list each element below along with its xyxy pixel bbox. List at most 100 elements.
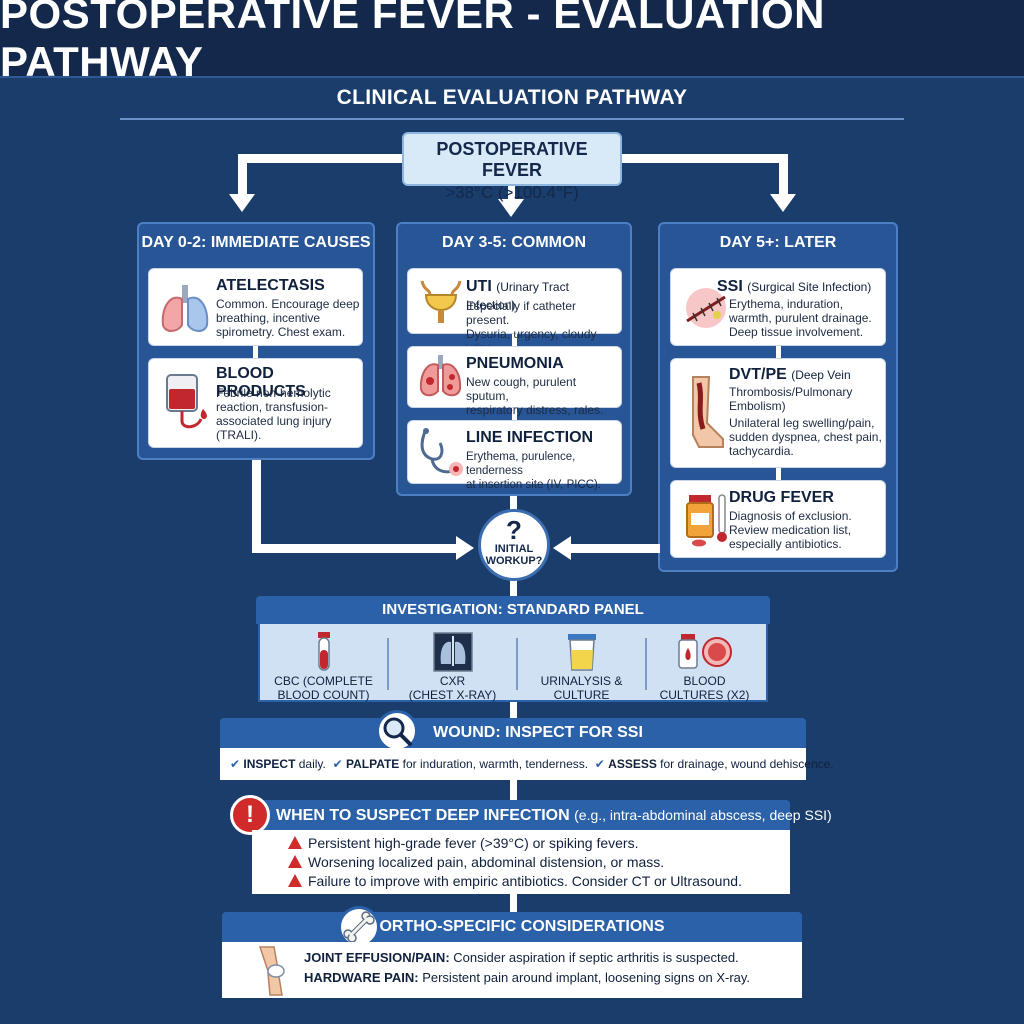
text-line: Erythema, purulence, tenderness <box>466 451 576 477</box>
card-text: New cough, purulent sputum, respiratory … <box>466 375 621 417</box>
ortho-header-text: ORTHO-SPECIFIC CONSIDERATIONS <box>379 918 665 935</box>
card-ssi: SSI (Surgical Site Infection) Erythema, … <box>670 268 886 346</box>
column-header: DAY 3-5: COMMON INFECTIONS <box>441 234 587 289</box>
divider <box>516 638 518 690</box>
text-line: Deep tissue involvement. <box>729 325 864 339</box>
card-title: DVT/PE (Deep Vein <box>729 367 851 383</box>
label-line: CBC (COMPLETE <box>274 674 373 688</box>
text-line: sudden dyspnea, chest pain, <box>729 430 882 444</box>
text-line: (TRALI). <box>216 428 262 442</box>
text-line: breathing, incentive <box>216 311 321 325</box>
text-line: especially antibiotics. <box>729 537 842 551</box>
arrow-into-workup-left <box>456 536 474 560</box>
ortho-text: Consider aspiration if septic arthritis … <box>449 950 739 965</box>
connector-col1-right <box>252 544 458 553</box>
lungs-icon <box>157 281 213 341</box>
knee-joint-icon <box>258 946 285 996</box>
blood-bag-icon <box>157 371 213 431</box>
ortho-item: JOINT EFFUSION/PAIN: Consider aspiration… <box>304 950 739 965</box>
card-title-note: (Urinary Tract Infection) <box>466 280 569 312</box>
arrow-day0 <box>229 194 255 212</box>
column-header: DAY 0-2: IMMEDIATE CAUSES <box>141 234 371 251</box>
arrow-day3 <box>498 199 524 217</box>
ortho-header: ORTHO-SPECIFIC CONSIDERATIONS <box>222 912 802 942</box>
text-line: New cough, purulent sputum, <box>466 375 577 403</box>
text-line: Diagnosis of exclusion. <box>729 509 852 523</box>
label-line: URINALYSIS & <box>540 674 623 688</box>
card-title-note: (Surgical Site Infection) <box>747 280 872 294</box>
text-line: at insertion site (IV, PICC). <box>466 479 602 491</box>
card-title: LINE INFECTION <box>466 429 594 446</box>
ortho-item: HARDWARE PAIN: Persistent pain around im… <box>304 970 750 985</box>
card-text: Erythema, induration, warmth, purulent d… <box>729 297 872 339</box>
warning-icon <box>288 855 302 868</box>
warning-icon <box>288 874 302 887</box>
label-line: CULTURES (X2) <box>659 688 750 702</box>
card-text: Thrombosis/Pulmonary Embolism) Unilatera… <box>729 385 882 458</box>
arrow-into-workup-right <box>553 536 571 560</box>
deep-item: Worsening localized pain, abdominal dist… <box>288 854 664 870</box>
connector-right-h <box>620 154 788 163</box>
connector-left-v <box>238 154 247 196</box>
deep-header-text: WHEN TO SUSPECT DEEP INFECTION <box>276 807 570 824</box>
text-line: spirometry. Chest exam. <box>216 325 346 339</box>
card-drug-fever: DRUG FEVER Diagnosis of exclusion. Revie… <box>670 480 886 558</box>
card-link <box>253 344 258 360</box>
ortho-body: JOINT EFFUSION/PAIN: Consider aspiration… <box>222 942 802 998</box>
subtitle-divider <box>120 118 904 120</box>
ortho-text: Persistent pain around implant, loosenin… <box>418 970 751 985</box>
test-tube-icon <box>317 632 330 671</box>
wound-header-text: WOUND: INSPECT FOR SSI <box>433 724 643 741</box>
text-line: respiratory distress, rales. <box>466 403 604 417</box>
postoperative-fever-box: POSTOPERATIVE FEVER >38°C (>100.4°F) <box>402 132 622 202</box>
catheter-line-icon <box>416 425 472 485</box>
alert-icon: ! <box>230 795 270 835</box>
column-header: DAY 5+: LATER COMPLICATIONS <box>711 234 844 289</box>
label-line: CULTURE <box>553 688 610 702</box>
connector-left-h <box>238 154 404 163</box>
card-title-text: SSI <box>717 278 743 295</box>
card-title-note: (Deep Vein <box>791 368 851 382</box>
deep-item-text: Failure to improve with empiric antibiot… <box>308 873 742 889</box>
investigation-cxr: CXR(CHEST X-RAY) <box>389 628 516 702</box>
text-line: reaction, transfusion- <box>216 400 329 414</box>
card-title: UTI (Urinary Tract Infection) <box>466 278 621 314</box>
connector-col3-left <box>570 544 660 553</box>
card-title-text: DVT/PE <box>729 366 787 383</box>
label-line: CXR <box>439 674 466 688</box>
connector-col1-down <box>252 460 261 552</box>
divider <box>387 638 389 690</box>
card-line-infection: LINE INFECTION Erythema, purulence, tend… <box>407 420 622 491</box>
card-text: Erythema, purulence, tenderness at inser… <box>466 450 621 492</box>
question-mark-icon: ? <box>506 515 522 545</box>
card-title: DRUG FEVER <box>729 489 834 506</box>
investigation-urinalysis: URINALYSIS &CULTURE <box>518 628 645 702</box>
investigation-label: URINALYSIS &CULTURE <box>518 674 645 702</box>
card-text: Diagnosis of exclusion. Review medicatio… <box>729 509 852 551</box>
bladder-icon <box>416 275 472 335</box>
initial-workup-node: ? INITIAL WORKUP? <box>478 509 550 581</box>
culture-bottle-icon <box>677 634 732 669</box>
label-line: (CHEST X-RAY) <box>408 688 497 702</box>
connector-right-v <box>779 154 788 196</box>
urine-cup-icon <box>567 634 596 671</box>
text-line: warmth, purulent drainage. <box>729 311 872 325</box>
title-bar: POSTOPERATIVE FEVER - EVALUATION PATHWAY <box>0 0 1024 85</box>
divider <box>645 638 647 690</box>
medication-icon <box>679 491 735 551</box>
card-link <box>512 408 517 422</box>
check-icon: ✔ <box>594 757 605 771</box>
fever-threshold: >38°C (>100.4°F) <box>445 183 579 202</box>
magnifier-icon <box>376 710 418 752</box>
page-title: POSTOPERATIVE FEVER - EVALUATION PATHWAY <box>0 0 825 85</box>
infected-lungs-icon <box>416 351 472 411</box>
card-blood-products: BLOOD PRODUCTS Febrile non-hemolytic rea… <box>148 358 363 448</box>
surgical-wound-icon <box>679 281 735 341</box>
card-dvt-pe: DVT/PE (Deep Vein Thrombosis/Pulmonary E… <box>670 358 886 468</box>
text-line: associated lung injury <box>216 414 332 428</box>
